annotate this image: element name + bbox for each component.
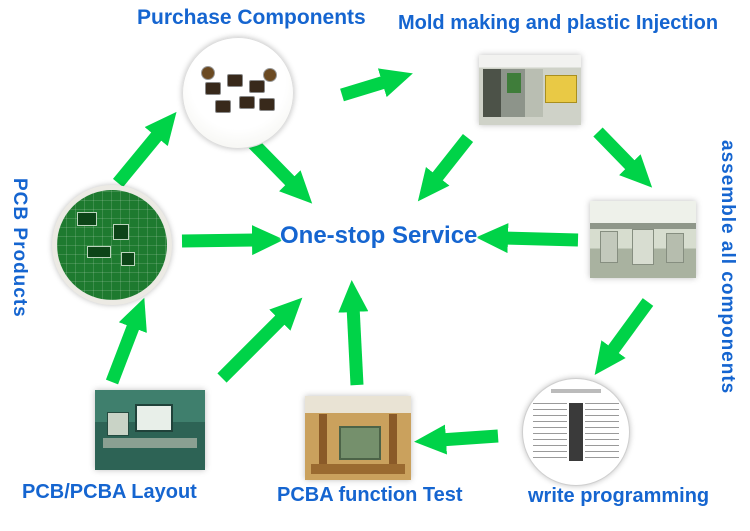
- pcb-products-image: [52, 185, 172, 305]
- arrow-test-to-center: [338, 280, 369, 386]
- write-programming-image: [522, 378, 630, 486]
- label-purchase-components: Purchase Components: [137, 6, 366, 29]
- arrow-layout-to-center: [217, 297, 303, 383]
- purchase-components-image: [182, 37, 294, 149]
- label-assemble-all-components: assemble all components: [717, 140, 738, 395]
- label-mold-making: Mold making and plastic Injection: [398, 12, 719, 34]
- arrow-mold-to-center: [417, 133, 474, 202]
- pcba-function-test-image: [305, 396, 411, 480]
- arrow-pcb-to-center: [181, 225, 284, 256]
- label-pcb-pcba-layout: PCB/PCBA Layout: [22, 481, 197, 503]
- assembly-line-image: [590, 201, 696, 278]
- arrow-layout-to-pcb: [105, 297, 147, 385]
- center-service-label: One-stop Service: [280, 222, 478, 249]
- arrow-purchase-to-mold: [340, 68, 413, 102]
- arrow-pcb-to-purchase: [112, 111, 177, 188]
- mold-making-machine-image: [479, 55, 581, 125]
- arrow-program-to-test: [414, 424, 499, 455]
- arrow-mold-to-assemble: [593, 127, 653, 188]
- arrow-assemble-to-center: [476, 223, 579, 254]
- arrow-assemble-to-program: [594, 298, 654, 375]
- label-write-programming: write programming: [528, 485, 710, 507]
- pcb-pcba-layout-image: [95, 390, 205, 470]
- label-pcb-products: PCB Products: [9, 178, 30, 318]
- label-pcba-function-test: PCBA function Test: [277, 484, 463, 506]
